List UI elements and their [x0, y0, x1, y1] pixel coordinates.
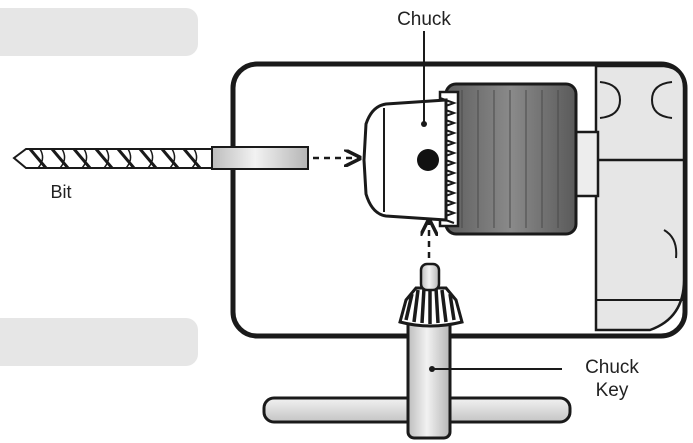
chuck-label: Chuck — [397, 9, 451, 30]
chuck-key-leader-dot — [429, 366, 435, 372]
motor-block — [594, 64, 686, 332]
gray-tab-bottom — [0, 318, 198, 366]
bit-label: Bit — [50, 182, 71, 202]
chuck-spindle — [572, 130, 600, 198]
chuck-key-hole — [417, 149, 439, 171]
gray-tab-top — [0, 8, 198, 56]
chuck-key — [262, 262, 572, 440]
chuck-key-label-line1: Chuck — [585, 357, 639, 378]
chuck-key-label-line2: Key — [596, 380, 629, 401]
chuck-knurled-sleeve — [444, 82, 578, 236]
drill-bit — [12, 146, 309, 170]
chuck-leader-dot — [421, 121, 427, 127]
